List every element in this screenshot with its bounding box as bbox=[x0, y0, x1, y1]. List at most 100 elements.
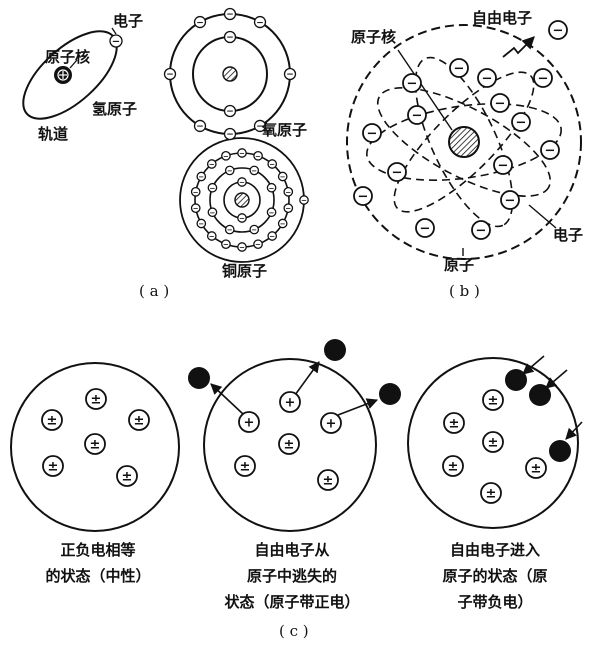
neutral-particle-icon: ± bbox=[42, 410, 62, 430]
electron-b-icon: − bbox=[388, 163, 406, 181]
svg-text:−: − bbox=[209, 184, 215, 192]
svg-text:±: ± bbox=[449, 417, 460, 432]
svg-text:−: − bbox=[226, 10, 234, 20]
svg-text:−: − bbox=[239, 244, 245, 252]
svg-text:−: − bbox=[226, 33, 234, 43]
neutral-particle-icon: ± bbox=[444, 413, 464, 433]
svg-text:−: − bbox=[198, 173, 204, 181]
copper-electron-icon: − bbox=[300, 196, 308, 205]
escape-arrow-1 bbox=[211, 384, 243, 414]
negative-desc-line-2: 原子的状态（原 bbox=[420, 563, 570, 589]
copper-electron-icon: − bbox=[238, 149, 246, 158]
svg-text:−: − bbox=[420, 222, 431, 237]
positive-ion-icon: + bbox=[239, 412, 259, 432]
svg-text:−: − bbox=[285, 188, 291, 196]
oxygen-electron-icon: − bbox=[165, 69, 176, 81]
svg-text:−: − bbox=[251, 167, 257, 175]
svg-text:−: − bbox=[112, 37, 120, 48]
oxygen-electron-icon: − bbox=[255, 17, 266, 29]
svg-text:−: − bbox=[269, 161, 275, 169]
svg-text:−: − bbox=[255, 241, 261, 249]
copper-electron-icon: − bbox=[238, 178, 246, 187]
positive-state-description: 自由电子从 原子中逃失的 状态（原子带正电） bbox=[207, 537, 377, 615]
svg-text:−: − bbox=[280, 173, 286, 181]
negative-desc-line-3: 子带负电） bbox=[420, 589, 570, 615]
svg-text:−: − bbox=[553, 24, 564, 39]
copper-electron-icon: − bbox=[192, 204, 200, 213]
neutral-particle-icon: ± bbox=[318, 470, 338, 490]
electron-b-icon: − bbox=[512, 113, 530, 131]
svg-text:−: − bbox=[412, 109, 423, 124]
svg-text:−: − bbox=[516, 116, 527, 131]
copper-atom-label: 铜原子 bbox=[222, 264, 267, 279]
svg-text:−: − bbox=[280, 220, 286, 228]
svg-text:−: − bbox=[227, 167, 233, 175]
escaped-electron-dot bbox=[324, 339, 346, 361]
svg-text:−: − bbox=[223, 152, 229, 160]
neutral-particle-icon: ± bbox=[117, 466, 137, 486]
copper-electron-icon: − bbox=[222, 240, 230, 249]
copper-electron-icon: − bbox=[208, 160, 216, 169]
hydrogen-orbit-label: 轨道 bbox=[38, 127, 68, 142]
svg-text:−: − bbox=[226, 130, 234, 140]
electron-b-icon: − bbox=[478, 69, 496, 87]
free-electron-escape-arrow bbox=[503, 37, 534, 57]
svg-text:−: − bbox=[454, 62, 465, 77]
oxygen-atom-label: 氧原子 bbox=[262, 123, 307, 138]
neutral-particle-icon: ± bbox=[279, 434, 299, 454]
oxygen-nucleus-icon bbox=[223, 67, 237, 81]
copper-electron-icon: − bbox=[226, 166, 234, 175]
free-electron-label: 自由电子 bbox=[472, 11, 532, 26]
copper-electron-icon: − bbox=[254, 240, 262, 249]
svg-text:±: ± bbox=[284, 438, 295, 453]
svg-text:−: − bbox=[166, 70, 174, 80]
electron-label-b: 电子 bbox=[553, 228, 583, 243]
neutral-particle-icon: ± bbox=[481, 483, 501, 503]
electron-b-icon: − bbox=[403, 74, 421, 92]
svg-text:−: − bbox=[198, 220, 204, 228]
neutral-particle-icon: ± bbox=[86, 389, 106, 409]
neutral-particle-icon: ± bbox=[129, 410, 149, 430]
copper-electron-icon: − bbox=[197, 172, 205, 181]
neutral-state-description: 正负电相等 的状态（中性） bbox=[23, 537, 173, 589]
oxygen-electron-icon: − bbox=[225, 129, 236, 141]
svg-text:±: ± bbox=[90, 438, 101, 453]
copper-electron-icon: − bbox=[238, 214, 246, 223]
svg-text:−: − bbox=[209, 233, 215, 241]
copper-electron-icon: − bbox=[284, 188, 292, 197]
negative-state-description: 自由电子进入 原子的状态（原 子带负电） bbox=[420, 537, 570, 615]
svg-text:±: ± bbox=[240, 460, 251, 475]
copper-electron-icon: − bbox=[208, 184, 216, 193]
svg-text:−: − bbox=[301, 197, 307, 205]
svg-text:±: ± bbox=[488, 436, 499, 451]
escaped-electron-dot bbox=[379, 383, 401, 405]
escape-arrow-2 bbox=[295, 362, 319, 395]
electron-leader-line-b bbox=[529, 205, 556, 228]
svg-text:−: − bbox=[223, 241, 229, 249]
nucleus-b-icon bbox=[449, 127, 479, 157]
free-electron-icon: − bbox=[549, 21, 567, 39]
copper-electron-icon: − bbox=[250, 225, 258, 234]
copper-electron-icon: − bbox=[267, 184, 275, 193]
svg-text:−: − bbox=[239, 150, 245, 158]
svg-text:+: + bbox=[285, 396, 296, 411]
svg-text:±: ± bbox=[531, 462, 542, 477]
electron-b-icon: − bbox=[416, 219, 434, 237]
copper-electron-icon: − bbox=[192, 188, 200, 197]
escape-arrow-3 bbox=[338, 400, 377, 415]
copper-electron-icon: − bbox=[284, 204, 292, 213]
svg-text:−: − bbox=[495, 97, 506, 112]
electron-b-icon: − bbox=[534, 69, 552, 87]
electron-b-icon: − bbox=[363, 124, 381, 142]
svg-text:−: − bbox=[226, 107, 234, 117]
copper-electron-icon: − bbox=[226, 225, 234, 234]
oxygen-electron-icon: − bbox=[195, 17, 206, 29]
electron-b-icon: − bbox=[472, 221, 490, 239]
svg-text:±: ± bbox=[47, 414, 58, 429]
svg-text:−: − bbox=[256, 18, 264, 28]
atom-label-b: 原子 bbox=[444, 258, 474, 273]
caption-a: ( a ) bbox=[139, 282, 169, 300]
svg-text:−: − bbox=[193, 188, 199, 196]
electron-b-icon: − bbox=[408, 106, 426, 124]
electron-b-icon: − bbox=[354, 187, 372, 205]
